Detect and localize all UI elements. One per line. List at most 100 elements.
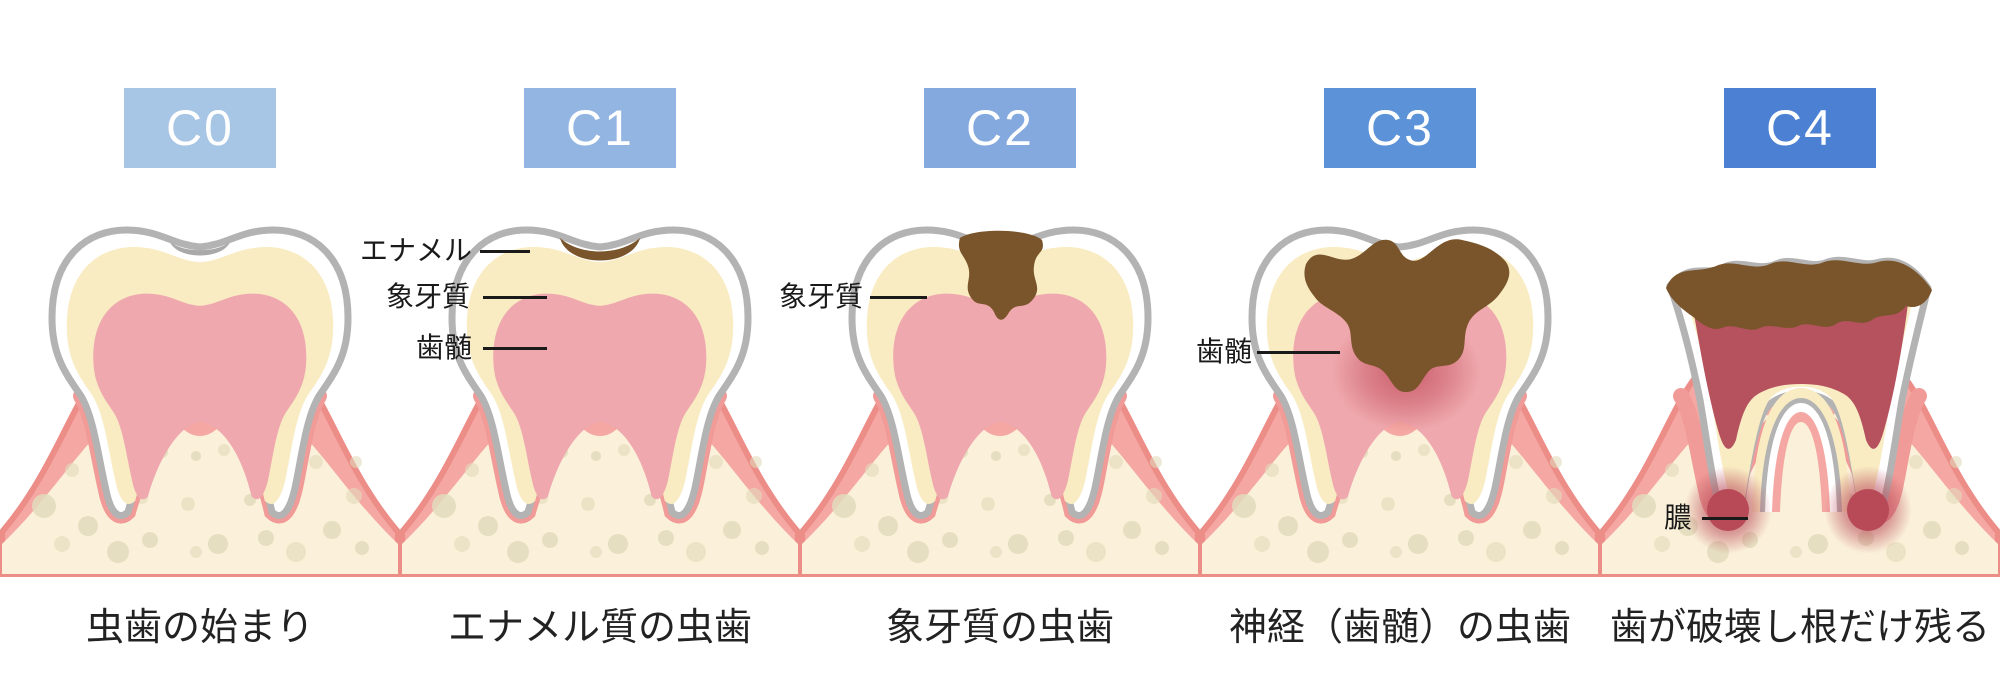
stage-badge-c2: C2	[924, 88, 1076, 168]
root-furcation-bone-arch	[1780, 422, 1822, 512]
stage-badge-label: C3	[1366, 100, 1434, 156]
bone-dot	[991, 451, 1001, 461]
bone-dot	[507, 541, 529, 563]
bone-dot	[1946, 488, 1962, 504]
bone-dot	[1955, 541, 1969, 555]
destroyed-pulp-shape	[1692, 302, 1908, 449]
bone-dot	[218, 444, 230, 456]
stage-badge-c0: C0	[124, 88, 276, 168]
bone-dot	[32, 494, 56, 518]
annotation-line-pulp	[1257, 351, 1340, 354]
annotation-line-dentin	[483, 296, 547, 299]
abscess-spot-left	[1707, 489, 1749, 531]
bone-dot	[1665, 463, 1679, 477]
bone-dot	[1408, 534, 1428, 554]
bone-dot	[907, 541, 929, 563]
bone-dot	[878, 516, 898, 536]
bone-dot	[78, 516, 98, 536]
stage-panel-c1: C1 エナメル 象牙質 歯髄 エナメル質の虫歯	[360, 0, 801, 692]
stage-panel-c4: C4 膿 歯が破壊し根だけ残る	[1599, 0, 2000, 692]
annotation-line-enamel	[480, 250, 530, 253]
bone-dot	[1546, 488, 1562, 504]
tooth-illustration-c4	[1599, 256, 2000, 577]
bone-dot	[323, 521, 341, 539]
pulp-shape	[493, 293, 707, 500]
bone-dot	[286, 542, 306, 562]
annotation-line-dentin	[870, 296, 927, 299]
bone-dot	[190, 546, 202, 558]
bone-dot	[755, 541, 769, 555]
stage-badge-c4: C4	[1724, 88, 1876, 168]
annotation-label-dentin: 象牙質	[385, 281, 470, 312]
bone-dot	[1307, 541, 1329, 563]
bone-dot	[723, 521, 741, 539]
tooth-illustration-c3	[1199, 226, 1601, 577]
stage-caption: 虫歯の始まり	[85, 607, 314, 649]
tooth-illustration-c2	[799, 226, 1201, 577]
bone-dot	[618, 444, 630, 456]
bone-dot	[1109, 455, 1123, 469]
bone-dot	[1254, 536, 1270, 552]
bone-dot	[1909, 455, 1923, 469]
bone-dot	[350, 456, 362, 468]
bone-dot	[746, 488, 762, 504]
deep-cavity-shape	[1304, 239, 1510, 392]
pulp-shape	[893, 293, 1107, 500]
bone-dot	[1950, 456, 1962, 468]
bone-dot	[1155, 541, 1169, 555]
bone-dot	[191, 451, 201, 461]
stage-badge-label: C0	[166, 100, 234, 156]
bone-dot	[1123, 521, 1141, 539]
bone-dot	[1381, 497, 1395, 511]
bone-dot	[590, 546, 602, 558]
bone-dot	[658, 530, 674, 546]
stage-caption: 象牙質の虫歯	[885, 607, 1114, 649]
bone-dot	[142, 532, 158, 548]
bone-dot	[709, 455, 723, 469]
stage-caption: エナメル質の虫歯	[447, 607, 752, 649]
bone-dot	[1654, 536, 1670, 552]
abscess-spot-right	[1847, 489, 1889, 531]
bone-dot	[1232, 494, 1256, 518]
bone-dot	[542, 532, 558, 548]
annotation-label-pulp: 歯髄	[415, 332, 472, 363]
bone-dot	[832, 494, 856, 518]
tooth-illustration-c1	[399, 226, 801, 577]
bone-dot	[1265, 463, 1279, 477]
bone-dot	[1391, 451, 1401, 461]
bone-dot	[591, 451, 601, 461]
annotation-label-dentin: 象牙質	[778, 281, 863, 312]
bone-dot	[581, 497, 595, 511]
stage-panel-c0: C0 虫歯の始まり	[0, 0, 401, 692]
bone-dot	[54, 536, 70, 552]
bone-dot	[750, 456, 762, 468]
bone-dot	[432, 494, 456, 518]
bone-dot	[107, 541, 129, 563]
bone-dot	[854, 536, 870, 552]
stage-badge-c3: C3	[1324, 88, 1476, 168]
bone-dot	[942, 532, 958, 548]
bone-dot	[478, 516, 498, 536]
dentin-cavity-shape	[958, 230, 1043, 320]
annotation-label-pus: 膿	[1663, 502, 1692, 533]
bone-dot	[208, 534, 228, 554]
stage-caption: 歯が破壊し根だけ残る	[1609, 607, 1990, 649]
bone-dot	[1632, 494, 1656, 518]
bone-dot	[1923, 521, 1941, 539]
stage-badge-c1: C1	[524, 88, 676, 168]
annotation-line-pulp	[483, 347, 547, 350]
bone-dot	[1018, 444, 1030, 456]
pulp-shape	[93, 293, 307, 500]
bone-dot	[1555, 541, 1569, 555]
bone-dot	[686, 542, 706, 562]
annotation-label-pulp: 歯髄	[1195, 336, 1252, 367]
bone-dot	[1146, 488, 1162, 504]
bone-dot	[1509, 455, 1523, 469]
stage-caption: 神経（歯髄）の虫歯	[1228, 607, 1571, 649]
bone-dot	[865, 463, 879, 477]
stage-badge-label: C4	[1766, 100, 1834, 156]
bone-dot	[355, 541, 369, 555]
stage-panel-c2: C2 象牙質 象牙質の虫歯	[779, 0, 1201, 692]
bone-dot	[1008, 534, 1028, 554]
